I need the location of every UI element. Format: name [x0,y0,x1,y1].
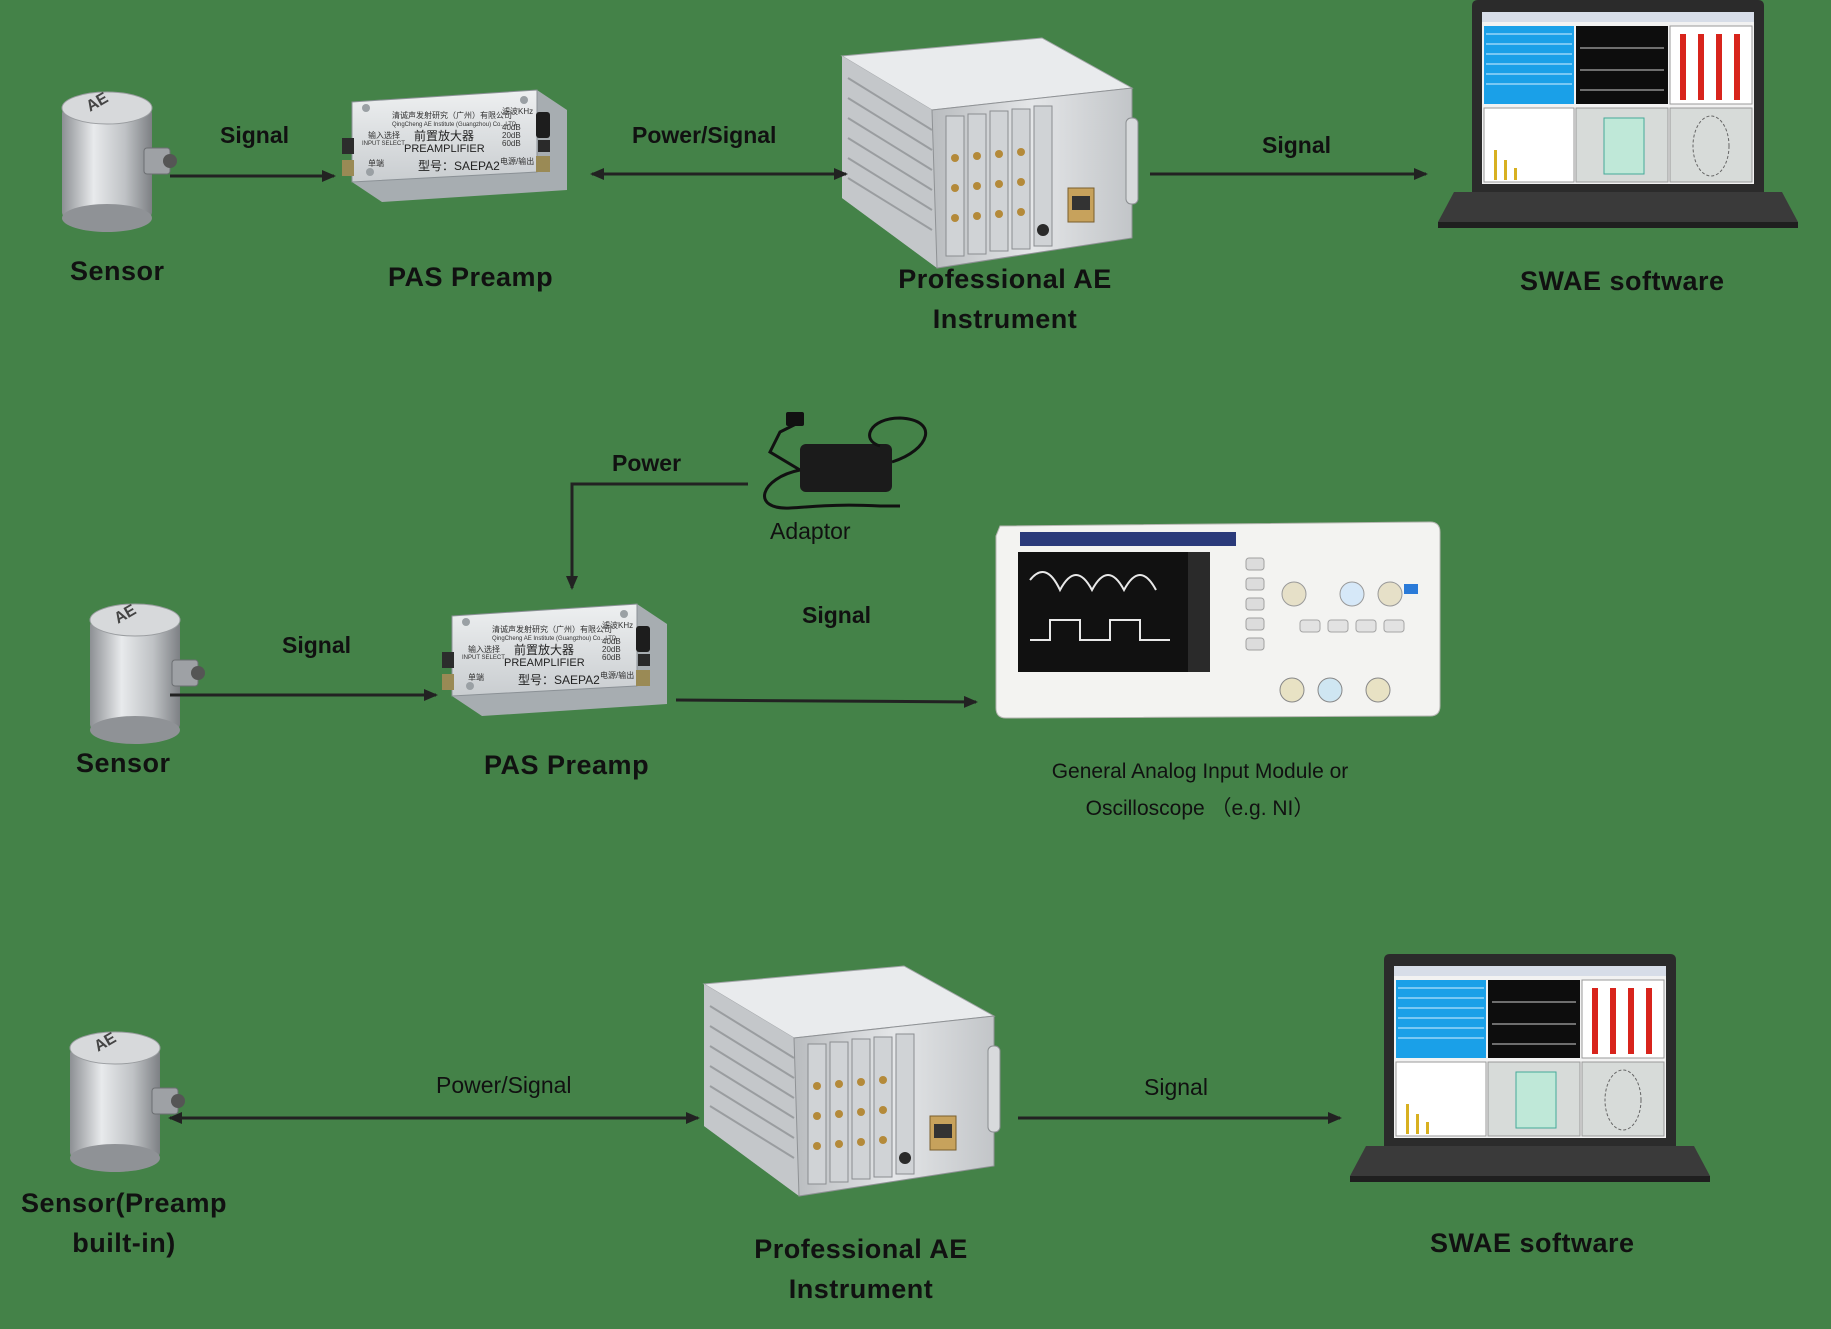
label-signal-laptop-r1: Signal [1262,132,1332,158]
oscilloscope [995,521,1441,719]
label-signal-scope-r2: Signal [802,602,872,628]
label-signal-r2: Signal [282,632,352,658]
caption-preamp-r2: PAS Preamp [484,750,650,780]
power-adaptor [763,412,928,510]
preamp-r1 [341,89,568,203]
arrow-signal-scope-r2 [675,695,978,708]
label-signal-r1: Signal [220,122,290,148]
ae-instrument-r1 [841,37,1139,269]
caption-scope-line1: General Analog Input Module or [1051,760,1349,783]
label-power-r2: Power [612,450,682,476]
ae-instrument-r3 [703,965,1001,1197]
caption-sensor-r3-line1: Sensor(Preamp [20,1188,228,1218]
caption-adaptor: Adaptor [770,518,851,544]
sensor-r1 [61,88,178,233]
arrow-power-r2 [566,482,748,590]
label-power-signal-r1: Power/Signal [632,122,777,148]
caption-instrument-r3-line2: Instrument [788,1274,934,1304]
caption-sensor-r3-line2: built-in) [72,1228,176,1258]
caption-sensor-r1: Sensor [70,256,165,286]
caption-sensor-r2: Sensor [76,748,171,778]
laptop-r3 [1349,953,1711,1183]
caption-instrument-r1-line2: Instrument [932,304,1078,334]
caption-instrument-r3-line1: Professional AE [754,1234,968,1264]
sensor-r3 [69,1028,186,1173]
caption-laptop-r1: SWAE software [1520,266,1725,296]
preamp-r2 [441,603,668,717]
sensor-r2 [89,600,206,745]
caption-preamp-r1: PAS Preamp [388,262,554,292]
label-power-signal-r3: Power/Signal [436,1072,572,1098]
laptop-r1 [1437,0,1799,229]
caption-instrument-r1-line1: Professional AE [898,264,1112,294]
label-signal-laptop-r3: Signal [1144,1074,1208,1100]
caption-scope-line2: Oscilloscope （e.g. NI） [1085,797,1315,820]
caption-laptop-r3: SWAE software [1430,1228,1635,1258]
